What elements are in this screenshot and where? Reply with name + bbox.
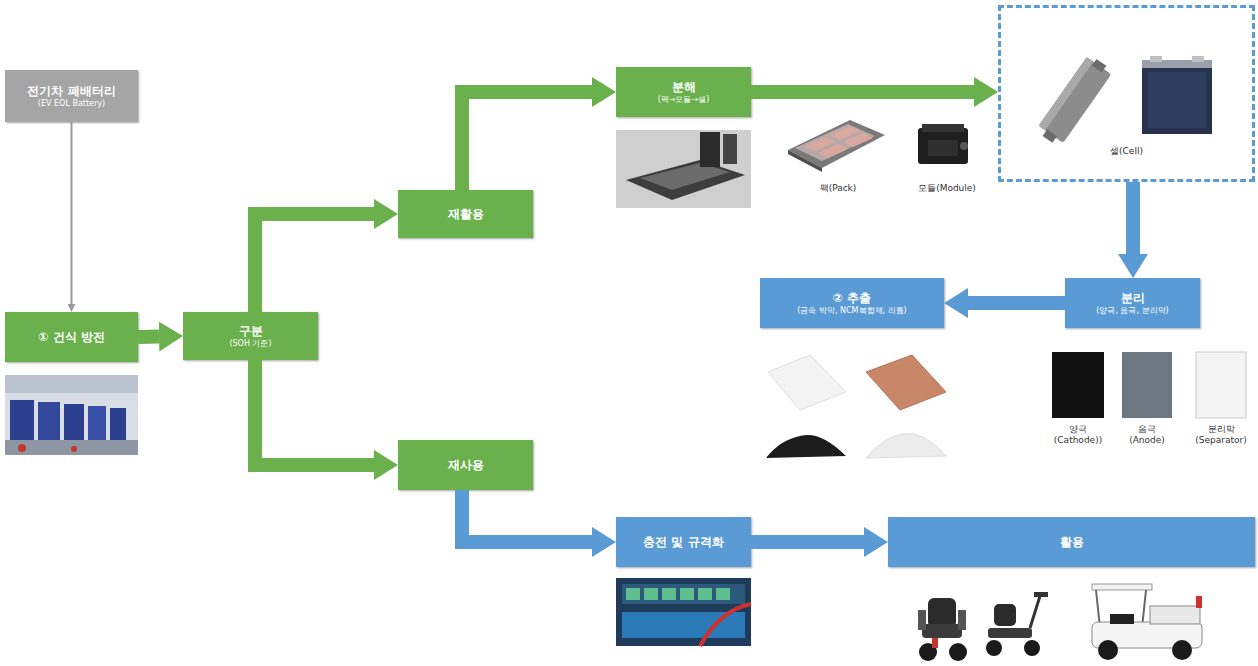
cell-can: [1035, 54, 1113, 148]
decision-box: 구분(SOH 기준): [183, 312, 318, 360]
part-label: 양극 (Cathode)): [1052, 424, 1104, 446]
node-title: 구분: [239, 324, 263, 339]
process-box: 재활용: [398, 190, 533, 238]
process-box: 분리(양극, 음극, 분리막): [1065, 278, 1200, 328]
process-box: ② 추출(금속 박막, NCM복합제, 리튬): [760, 278, 944, 328]
flow-arrow: [751, 535, 864, 549]
part-label: 분리막 (Separator): [1193, 424, 1249, 446]
part-label: 모듈(Module): [907, 183, 987, 194]
node-subtitle: (양극, 음극, 분리막): [1096, 306, 1168, 316]
node-title: 재활용: [448, 207, 484, 222]
node-subtitle: (금속 박막, NCM복합제, 리튬): [797, 306, 906, 316]
process-box: 재사용: [398, 440, 533, 490]
process-box: 분해(팩→모듈→셀): [616, 67, 751, 117]
node-title: ② 추출: [833, 291, 871, 306]
extracted-materials: [766, 355, 946, 458]
flow-arrow: [71, 122, 73, 304]
battery-rack-photo: [5, 375, 138, 455]
flow-arrow: [462, 92, 592, 190]
source-box: 전기차 폐배터리(EV EOL Battery): [5, 70, 138, 122]
flow-arrow: [751, 85, 974, 99]
node-title: 분해: [672, 80, 696, 95]
flow-arrow: [138, 330, 159, 344]
node-subtitle: (EV EOL Battery): [38, 99, 105, 109]
flow-arrow: [968, 296, 1065, 310]
node-title: 셀(Cell): [1110, 144, 1143, 159]
pack-illustration: [788, 120, 885, 172]
wheelchair-icon: [918, 598, 967, 661]
node-title: 분리: [1121, 291, 1145, 306]
result-box: 활용: [888, 517, 1255, 567]
node-title: ① 건식 방전: [38, 330, 105, 345]
part-label: 음극 (Anode): [1121, 424, 1173, 446]
process-box: 충전 및 규격화: [616, 517, 751, 567]
charging-photo: [616, 578, 751, 646]
flow-arrow: [255, 360, 374, 465]
scooter-icon: [986, 592, 1048, 656]
node-subtitle: (팩→모듈→셀): [658, 95, 710, 105]
golf-cart-icon: [1092, 584, 1202, 660]
part-label: 팩(Pack): [803, 183, 873, 194]
prismatic-cell: [1142, 56, 1212, 134]
node-title: 충전 및 규격화: [643, 535, 723, 550]
flow-arrow: [462, 490, 592, 542]
node-title: 활용: [1060, 535, 1084, 550]
node-subtitle: (SOH 기준): [229, 339, 271, 349]
node-title: 전기차 폐배터리: [27, 84, 115, 99]
node-title: 재사용: [448, 458, 484, 473]
disassembly-photo: [616, 130, 751, 208]
module-illustration: [918, 124, 968, 164]
process-box: ① 건식 방전: [5, 312, 138, 362]
cell-group-box: 셀(Cell): [998, 5, 1255, 182]
flow-arrow: [255, 214, 374, 312]
electrode-sheets: [1052, 352, 1246, 418]
flow-arrow: [1126, 182, 1140, 254]
